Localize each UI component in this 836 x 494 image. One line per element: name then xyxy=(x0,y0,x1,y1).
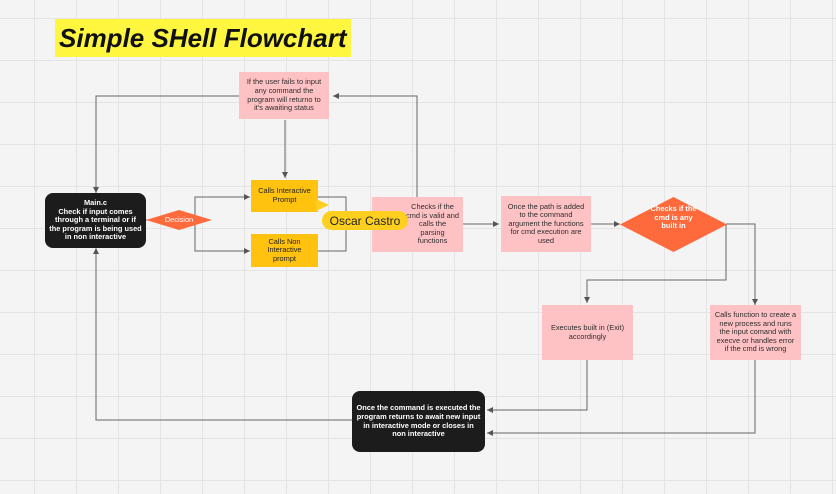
decision-diamond-shape xyxy=(146,210,212,230)
non-interactive-prompt-node[interactable]: Calls Non Interactive prompt xyxy=(251,234,318,267)
decision-label: Decision xyxy=(164,214,194,224)
cursor-pointer-icon xyxy=(316,199,329,211)
builtin-check-label: Checks if the cmd is any built in xyxy=(650,204,697,231)
create-process-node[interactable]: Calls function to create a new process a… xyxy=(710,305,801,360)
exec-builtin-node[interactable]: Executes built in (Exit) accordingly xyxy=(542,305,633,360)
interactive-prompt-node[interactable]: Calls Interactive Prompt xyxy=(251,180,318,212)
page-title: Simple SHell Flowchart xyxy=(55,19,351,57)
builtin-diamond-shape xyxy=(620,197,727,252)
end-node[interactable]: Once the command is executed the program… xyxy=(352,391,485,452)
awaiting-status-node[interactable]: If the user fails to input any command t… xyxy=(239,72,329,119)
path-added-node[interactable]: Once the path is added to the command ar… xyxy=(501,196,591,252)
builtin-check-node[interactable]: Checks if the cmd is any built in xyxy=(620,197,727,252)
user-cursor-badge: Oscar Castro xyxy=(322,211,408,230)
main-node[interactable]: Main.c Check if input comes through a te… xyxy=(45,193,146,248)
decision-node[interactable]: Decision xyxy=(146,210,212,230)
